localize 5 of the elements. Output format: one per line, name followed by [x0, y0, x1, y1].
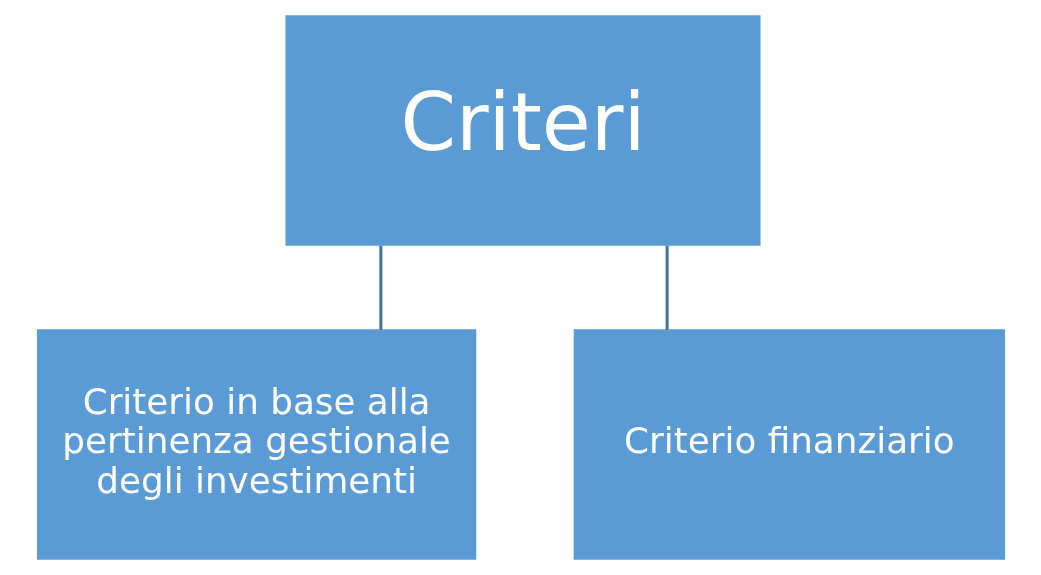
node-box: Criterio in base alla pertinenza gestionale degli investimenti — [36, 329, 476, 560]
connector — [665, 245, 669, 330]
connector — [378, 245, 382, 330]
node-box: Criteri — [284, 15, 761, 246]
node-box: Criterio finanziario — [573, 329, 1005, 560]
